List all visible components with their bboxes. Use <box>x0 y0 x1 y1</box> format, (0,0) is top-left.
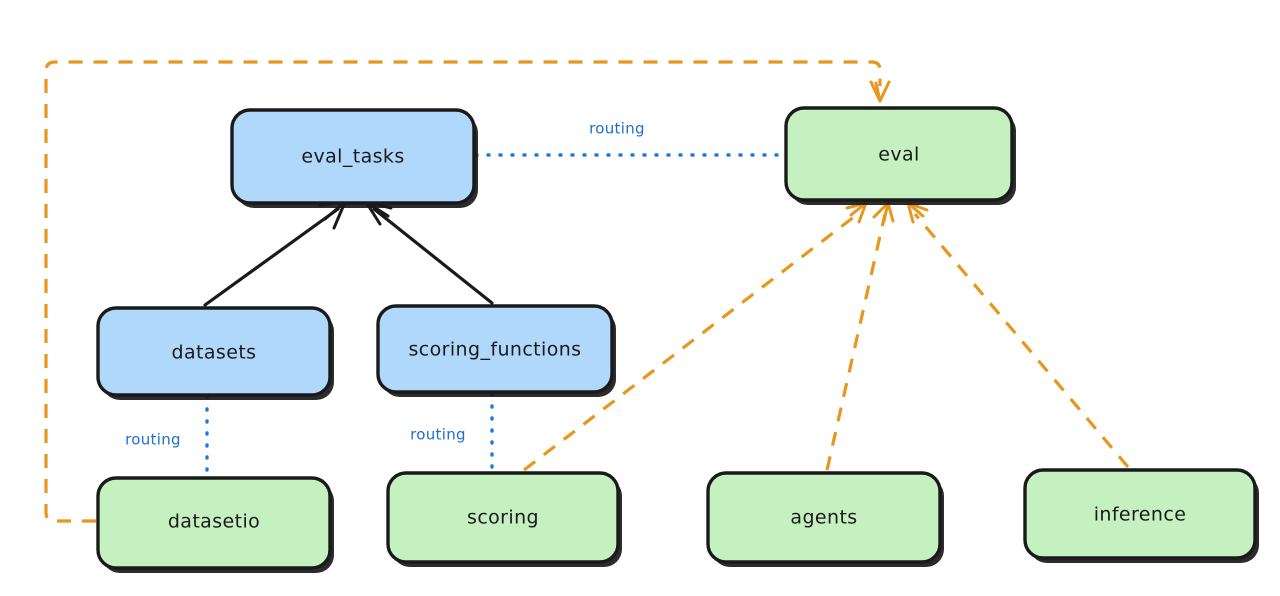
node-eval-tasks[interactable]: eval_tasks <box>230 108 478 208</box>
node-agents[interactable]: agents <box>706 471 944 567</box>
node-scoring-label: scoring <box>467 507 539 529</box>
edge-inference-to-eval <box>906 201 1130 469</box>
edge-datasets-to-eval-tasks <box>203 200 347 307</box>
edge-label-routing-datasetio: routing <box>125 431 181 449</box>
node-scoring-body <box>386 471 620 564</box>
node-inference-label: inference <box>1094 504 1187 526</box>
edge-label-routing-scoring: routing <box>410 426 466 444</box>
edge-label-routing-eval: routing <box>589 120 645 138</box>
node-inference[interactable]: inference <box>1023 468 1259 563</box>
node-eval-body <box>784 106 1014 202</box>
node-scoring-functions[interactable]: scoring_functions <box>376 304 616 397</box>
node-inference-body <box>1023 468 1257 560</box>
node-datasetio[interactable]: datasetio <box>96 476 334 573</box>
node-scoring-functions-body <box>376 304 614 394</box>
node-scoring-functions-label: scoring_functions <box>409 339 582 361</box>
node-agents-label: agents <box>790 507 857 529</box>
node-eval-tasks-body <box>230 108 476 205</box>
node-scoring[interactable]: scoring <box>386 471 622 567</box>
node-eval-label: eval <box>878 144 919 166</box>
node-datasetio-label: datasetio <box>168 511 260 533</box>
node-datasets-body <box>96 306 332 397</box>
node-datasetio-body <box>96 476 332 570</box>
node-datasets[interactable]: datasets <box>96 306 334 400</box>
node-eval-tasks-label: eval_tasks <box>301 146 404 168</box>
edge-agents-to-eval <box>825 201 895 471</box>
edge-datasetio-to-eval <box>44 60 891 523</box>
edge-scoring-functions-to-eval-tasks <box>364 200 494 305</box>
node-agents-body <box>706 471 942 564</box>
node-datasets-label: datasets <box>172 342 257 364</box>
node-eval[interactable]: eval <box>784 106 1016 205</box>
